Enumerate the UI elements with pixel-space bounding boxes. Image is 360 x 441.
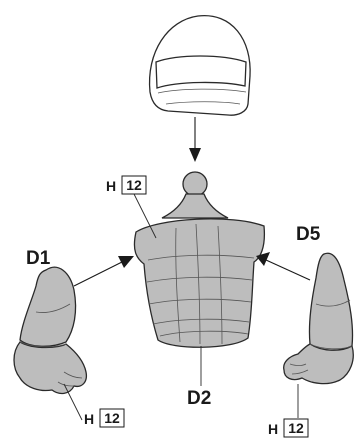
left-arm-arrow	[74, 256, 134, 286]
neck-ball	[183, 172, 207, 196]
neck-cone	[162, 194, 228, 218]
right-glove-color-callout: H 12	[268, 384, 308, 437]
collar-color-letter: H	[106, 178, 116, 194]
right-arm-arrow	[256, 252, 310, 280]
part-label-d5: D5	[296, 224, 321, 245]
helmet-arrow	[189, 117, 201, 162]
left-sleeve	[20, 267, 76, 346]
left-glove-color-callout: H 12	[64, 384, 124, 427]
left-glove-color-letter: H	[84, 411, 94, 427]
torso-body	[134, 219, 264, 347]
part-label-d1: D1	[26, 248, 51, 269]
right-glove-color-letter: H	[268, 421, 278, 437]
collar-color-number: 12	[126, 177, 142, 193]
right-glove-color-number: 12	[288, 420, 304, 436]
left-arm	[14, 267, 86, 393]
torso	[134, 172, 264, 347]
right-glove	[284, 344, 354, 384]
left-glove	[14, 342, 86, 393]
left-glove-color-number: 12	[104, 410, 120, 426]
helmet	[150, 16, 251, 116]
part-label-d2: D2	[187, 388, 211, 409]
